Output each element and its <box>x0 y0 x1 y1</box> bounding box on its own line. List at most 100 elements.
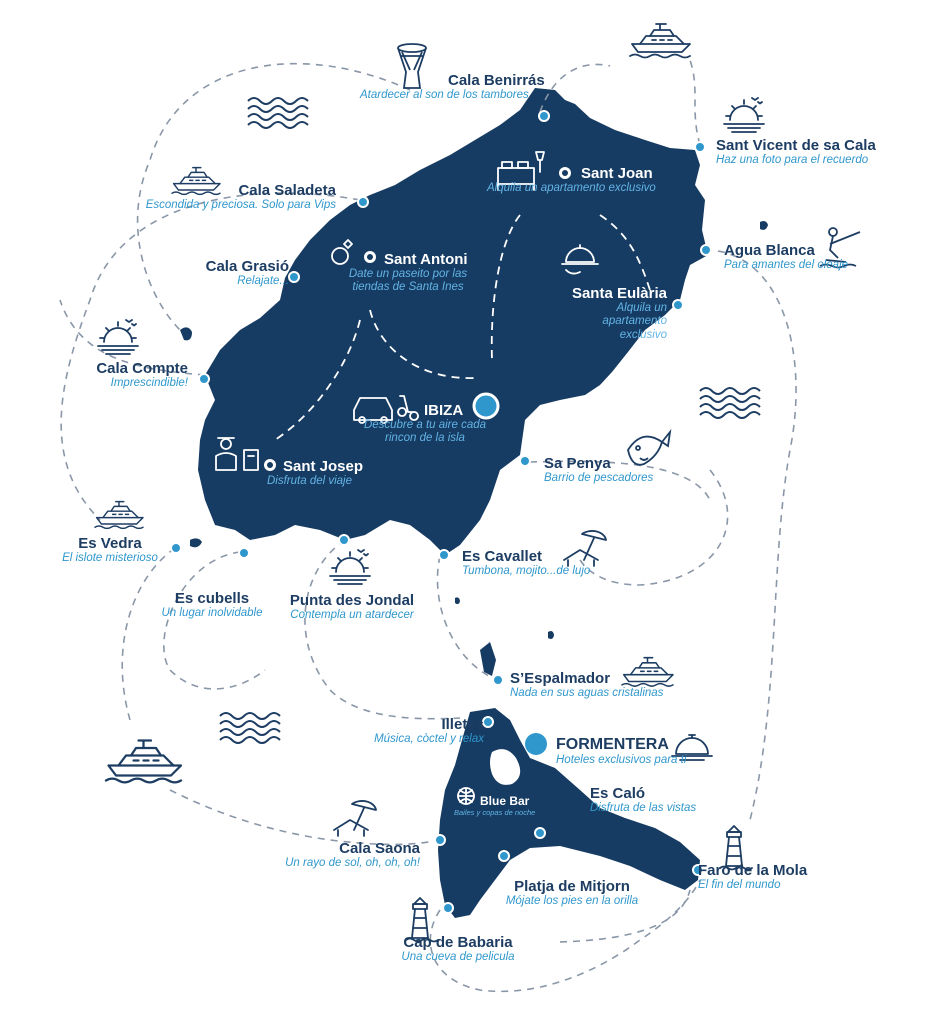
place-desc: Disfruta de las vistas <box>590 802 697 815</box>
place-desc: Descubre a tu aire cada rincon de la isl… <box>363 419 487 445</box>
place-name: IBIZA <box>424 402 464 419</box>
islet-south-2 <box>455 597 460 605</box>
place-punta-des-jondal[interactable]: Punta des Jondal Contempla un atardecer <box>290 592 414 622</box>
sunbed-icon <box>333 800 377 837</box>
place-cala-benirras[interactable]: Cala Benirrás Atardecer al son de los ta… <box>360 72 545 102</box>
place-name: Agua Blanca <box>724 242 815 259</box>
place-name: Sa Penya <box>544 455 611 472</box>
ibiza-capital-dot[interactable] <box>472 392 500 420</box>
location-dot[interactable] <box>672 299 684 311</box>
yacht-icon <box>94 500 144 530</box>
sunset-icon <box>97 319 139 355</box>
place-faro-de-la-mola[interactable]: Faro de la Mola El fin del mundo <box>698 862 807 892</box>
place-desc: Alquila un apartamento exclusivo <box>602 302 667 341</box>
location-dot[interactable] <box>238 547 250 559</box>
location-dot[interactable] <box>498 850 510 862</box>
place-name: Sant Joan <box>581 165 653 182</box>
cloche-icon <box>561 244 599 275</box>
place-desc: Disfruta del viaje <box>267 475 353 488</box>
place-desc: Tumbona, mojito...de lujo <box>462 565 591 578</box>
place-cala-grasio[interactable]: Cala Grasió Relajate... <box>206 258 289 288</box>
place-es-vedra[interactable]: Es Vedra El islote misterioso <box>62 535 158 565</box>
place-s-espalmador[interactable]: S’Espalmador Nada en sus aguas cristalin… <box>510 670 663 700</box>
place-name: Punta des Jondal <box>289 592 415 609</box>
place-formentera[interactable]: FORMENTERA Hoteles exclusivos para ti <box>556 736 686 768</box>
location-dot[interactable] <box>700 244 712 256</box>
place-name: S’Espalmador <box>510 670 611 687</box>
place-cala-saona[interactable]: Cala Saona Un rayo de sol, oh, oh, oh! <box>285 840 420 870</box>
location-dot[interactable] <box>170 542 182 554</box>
place-illetes[interactable]: Illetes Música, còctel y relax <box>374 716 484 746</box>
waves-icon <box>247 97 309 129</box>
location-dot[interactable] <box>482 716 494 728</box>
fish-icon <box>627 428 672 466</box>
place-desc: El fin del mundo <box>698 879 781 892</box>
place-desc: Hoteles exclusivos para ti <box>556 754 687 767</box>
place-cala-compte[interactable]: Cala Compte Imprescindible! <box>96 360 188 390</box>
place-cala-saladeta[interactable]: Cala Saladeta Escondida y preciosa. Solo… <box>146 182 336 212</box>
place-name: Es Vedra <box>78 535 142 552</box>
place-name: Cala Grasió <box>205 258 289 275</box>
place-es-cubells[interactable]: Es cubells Un lugar inolvidable <box>161 590 262 620</box>
place-es-calo[interactable]: Es Caló Disfruta de las vistas <box>590 785 696 815</box>
location-dot[interactable] <box>519 455 531 467</box>
water-ski-icon <box>531 847 557 881</box>
place-platja-de-mitjorn[interactable]: Platja de Mitjorn Mójate los pies en la … <box>506 878 638 908</box>
djembe-drum-icon <box>397 43 427 89</box>
place-desc: Alquila un apartamento exclusivo <box>487 182 656 195</box>
formentera-capital-dot[interactable] <box>525 733 547 755</box>
place-agua-blanca[interactable]: Agua Blanca Para amantes del oleaje <box>724 242 848 272</box>
place-name: Platja de Mitjorn <box>514 878 630 895</box>
location-dot[interactable] <box>492 674 504 686</box>
yacht-icon <box>629 23 691 59</box>
waves-icon <box>219 712 281 744</box>
place-sant-joan[interactable]: Sant Joan Alquila un apartamento exclusi… <box>487 165 656 195</box>
place-desc: Date un paseito por las tiendas de Santa… <box>348 268 468 294</box>
es-vedra-islet <box>190 538 202 548</box>
place-sant-antoni[interactable]: Sant Antoni Date un paseito por las tien… <box>349 251 478 295</box>
disco-ball-icon <box>457 787 475 805</box>
islet-north-east <box>760 221 768 230</box>
place-es-cavallet[interactable]: Es Cavallet Tumbona, mojito...de lujo <box>462 548 590 578</box>
place-name: Sant Antoni <box>384 251 468 268</box>
land-routes <box>274 214 651 441</box>
sunset-icon <box>329 549 371 585</box>
location-dot[interactable] <box>438 549 450 561</box>
place-sant-josep[interactable]: Sant Josep Disfruta del viaje <box>267 458 364 488</box>
location-dot[interactable] <box>357 196 369 208</box>
location-dot[interactable] <box>692 864 704 876</box>
place-name: Faro de la Mola <box>698 862 808 879</box>
place-desc: Un lugar inolvidable <box>161 607 263 620</box>
place-desc: Haz una foto para el recuerdo <box>716 154 869 167</box>
location-markers <box>170 110 712 914</box>
location-dot[interactable] <box>434 834 446 846</box>
location-dot[interactable] <box>534 827 546 839</box>
place-sa-penya[interactable]: Sa Penya Barrio de pescadores <box>544 455 653 485</box>
place-santa-eularia[interactable]: Santa Eulària Alquila un apartamento exc… <box>572 285 667 342</box>
place-blue-bar[interactable]: Blue Bar Bailes y copas de noche <box>454 794 535 817</box>
islet-south <box>548 631 554 639</box>
place-name: Blue Bar <box>480 794 530 808</box>
location-dot[interactable] <box>338 534 350 546</box>
place-desc: Barrio de pescadores <box>544 472 654 485</box>
location-dot[interactable] <box>538 110 550 122</box>
place-desc: Una cueva de pelicula <box>401 951 515 964</box>
place-name: Cap de Babaria <box>403 934 513 951</box>
place-sant-vicent[interactable]: Sant Vicent de sa Cala Haz una foto para… <box>716 137 876 167</box>
place-desc: Escondida y preciosa. Solo para Vips <box>145 199 336 212</box>
location-dot[interactable] <box>694 141 706 153</box>
place-name: Sant Josep <box>283 458 364 475</box>
location-dot[interactable] <box>198 373 210 385</box>
location-dot[interactable] <box>442 902 454 914</box>
location-dot[interactable] <box>288 271 300 283</box>
place-name: Cala Saona <box>339 840 420 857</box>
chauffeur-icon <box>215 437 259 471</box>
place-desc: Relajate... <box>237 275 289 288</box>
espalmador-islet <box>480 642 496 676</box>
yacht-icon <box>104 739 183 784</box>
place-cap-de-babaria[interactable]: Cap de Babaria Una cueva de pelicula <box>401 934 514 964</box>
water-ski-icon <box>819 227 861 269</box>
place-desc: El islote misterioso <box>62 552 158 565</box>
place-ibiza[interactable]: IBIZA Descubre a tu aire cada rincon de … <box>364 402 500 446</box>
